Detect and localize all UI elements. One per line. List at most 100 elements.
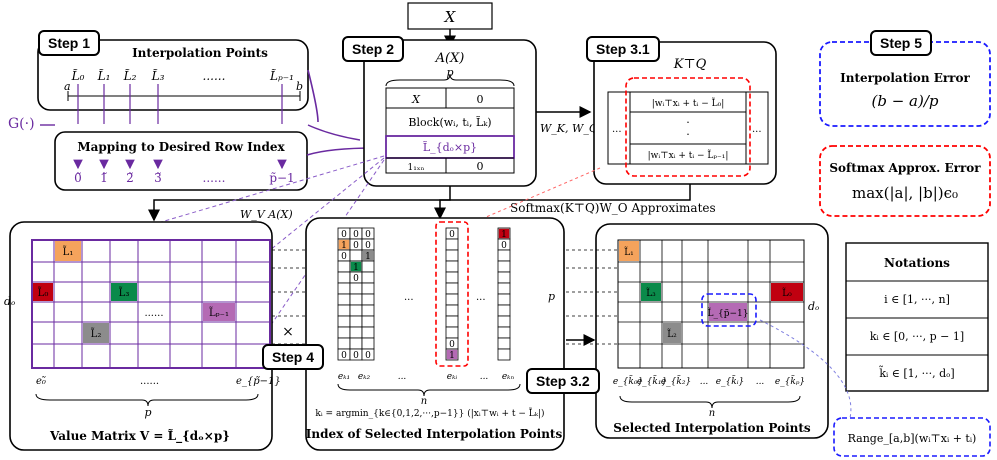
im-cell — [361, 260, 375, 273]
times-sign: × — [282, 324, 294, 340]
im-cell — [349, 304, 363, 317]
im-one: 1 — [353, 263, 359, 273]
sel-cell-label: L̃₀ — [782, 287, 792, 299]
im-zero: 0 — [353, 230, 359, 240]
sel-brace — [619, 395, 801, 409]
im-cell — [445, 304, 459, 317]
im-cell — [361, 348, 375, 361]
im-cell — [497, 282, 511, 295]
im-cell — [361, 304, 375, 317]
vm-cell-label: L̃₂ — [90, 328, 101, 340]
mapping-index-group: 0̃1̃2̃3̃......p̃−1 — [73, 159, 295, 185]
ktq-dots-left: ... — [612, 124, 622, 135]
im-cell — [361, 271, 375, 284]
vm-cell — [83, 323, 109, 343]
ktq-row-last: |wᵢ⊤xᵢ + tᵢ − L̃ₚ₋₁| — [648, 149, 729, 161]
notations-title: Notations — [884, 256, 950, 270]
step2-brace — [385, 73, 515, 87]
im-cell — [349, 315, 363, 328]
notation-row: i ∈ [1, ···, n] — [884, 293, 950, 306]
softmax-arrow — [434, 184, 691, 220]
sel-do-label: dₒ — [808, 300, 819, 313]
im-cell — [349, 326, 363, 339]
vm-cell-label: ...... — [144, 308, 163, 319]
vm-cell-label: L̃₃ — [118, 287, 129, 299]
step31-badge: Step 3.1 — [586, 36, 660, 62]
row-index-label: 0̃ — [74, 171, 82, 185]
vm-cell-label: L̃₀ — [37, 287, 48, 299]
im-one: 1 — [341, 241, 347, 251]
range-box — [833, 417, 991, 457]
interp-error-title: Interpolation Error — [840, 71, 970, 85]
interp-point-label: L̃₀ — [71, 68, 85, 83]
im-cell — [497, 260, 511, 273]
im-one: 1 — [449, 351, 455, 361]
ktq-highlight — [625, 77, 751, 177]
sel-col-label: e_{k̃ᵢ} — [716, 374, 745, 387]
im-cell — [349, 337, 363, 350]
row-index-label: 1̃ — [100, 171, 108, 185]
wva-label: W_V A(X) — [240, 208, 293, 221]
axis-a-label: a — [64, 80, 71, 93]
sel-cell-label: L̃₃ — [646, 287, 656, 299]
mapping-box — [54, 131, 308, 191]
wva-arrow — [148, 186, 451, 222]
im-cell — [337, 315, 351, 328]
im-dots-a: ... — [404, 292, 414, 303]
im-zero: 0 — [449, 340, 455, 350]
im-cell — [497, 271, 511, 284]
vm-e-right: e_{p̃−1} — [236, 376, 281, 387]
sel-col-label: ... — [756, 377, 765, 387]
notations-table — [845, 242, 989, 392]
mapping-title: Mapping to Desired Row Index — [77, 140, 285, 154]
im-cell — [337, 293, 351, 306]
amatrix — [385, 87, 515, 174]
sel-col-label: e_{k̃ₚ} — [775, 374, 805, 387]
im-col-label: eₖ₁ — [338, 372, 350, 382]
vm-cell — [203, 303, 235, 321]
im-hot-cell — [350, 261, 362, 272]
step32-badge: Step 3.2 — [526, 368, 600, 394]
sel-col-label: ... — [700, 377, 709, 387]
range-guide — [759, 319, 852, 419]
im-zero: 0 — [341, 252, 347, 262]
step4-badge: Step 4 — [262, 344, 325, 370]
sel-cell — [619, 241, 639, 261]
im-cell — [445, 326, 459, 339]
im-col-label: eₖ₂ — [358, 372, 371, 382]
im-hot-cell — [338, 239, 350, 250]
im-zero: 0 — [365, 351, 371, 361]
im-zero: 0 — [365, 241, 371, 251]
im-cell — [349, 282, 363, 295]
sel-cell — [641, 283, 661, 301]
im-cell — [361, 282, 375, 295]
im-cell — [497, 293, 511, 306]
vm-cell — [55, 241, 81, 261]
row-index-label: ...... — [203, 171, 226, 185]
im-cell — [497, 326, 511, 339]
im-cell — [497, 249, 511, 262]
im-highlight — [435, 221, 469, 367]
step1-title: Interpolation Points — [132, 46, 268, 60]
im-cell — [445, 271, 459, 284]
amatrix-x: X — [411, 93, 421, 106]
vm-cell — [33, 283, 53, 301]
interp-point-label: L̃₂ — [123, 68, 137, 83]
vm-cell — [111, 283, 137, 301]
im-zero: 0 — [501, 241, 507, 251]
sel-title: Selected Interpolation Points — [613, 421, 811, 435]
ktq-dots-right: ... — [752, 124, 762, 135]
im-hot-cell — [498, 228, 510, 239]
step2-p-label: p — [446, 66, 453, 79]
guide-line-red — [455, 167, 601, 231]
im-one: 1 — [501, 230, 507, 240]
im-cell — [361, 326, 375, 339]
softmax-error-title: Softmax Approx. Error — [829, 161, 981, 175]
im-cell — [497, 348, 511, 361]
input-x-box — [407, 2, 493, 30]
row-index-label: 3̃ — [154, 171, 162, 185]
im-cell — [445, 315, 459, 328]
im-hot-cell — [362, 250, 374, 261]
vm-cell-label: L̃ₚ₋₁ — [209, 307, 229, 319]
sel-cell — [709, 303, 747, 321]
